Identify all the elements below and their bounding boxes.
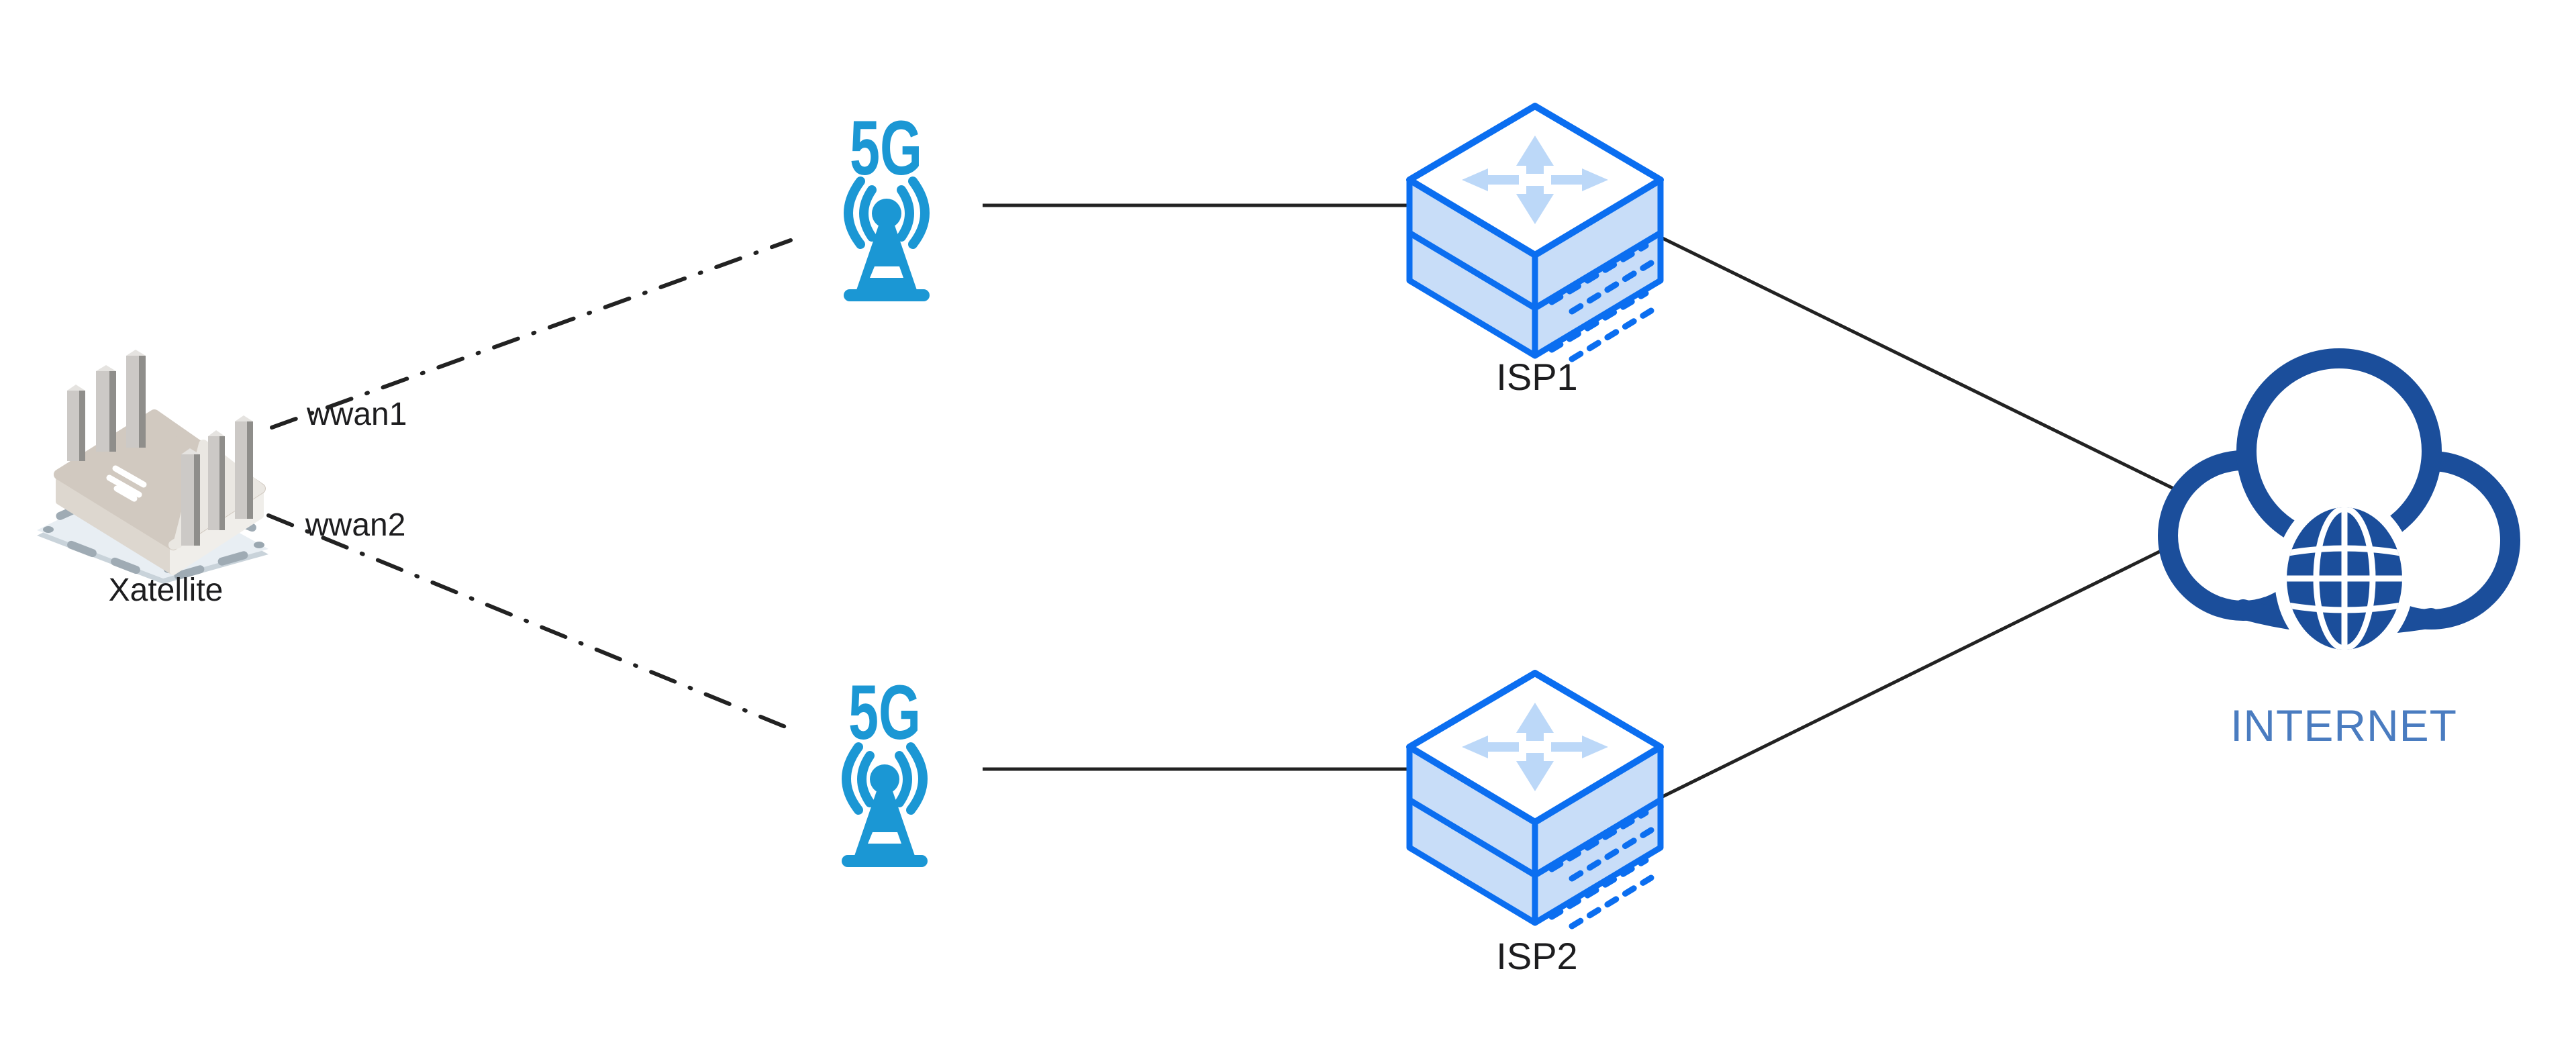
router-antennas xyxy=(67,350,253,546)
antenna-bottom-node: 5G xyxy=(842,670,928,867)
internet-node: INTERNET xyxy=(2158,348,2520,750)
antenna-tower-icon xyxy=(844,181,930,301)
cloud-icon xyxy=(2158,348,2520,662)
isp-router-icon xyxy=(1409,106,1661,359)
antenna-post xyxy=(235,415,253,519)
antenna-bottom-label: 5G xyxy=(848,670,921,756)
isp2-label: ISP2 xyxy=(1496,935,1577,977)
isp-router-icon xyxy=(1409,673,1661,926)
isp1-node: ISP1 xyxy=(1409,106,1661,398)
links xyxy=(266,203,2191,800)
antenna-post xyxy=(181,448,200,546)
antenna-post xyxy=(67,385,85,461)
router-label: Xatellite xyxy=(109,572,224,608)
antenna-tower-icon xyxy=(842,747,928,867)
antenna-post xyxy=(208,430,225,530)
antenna-top-node: 5G xyxy=(844,105,930,301)
antenna-post xyxy=(96,365,116,452)
globe-icon xyxy=(2275,495,2414,662)
router-node: Xatellite xyxy=(37,350,268,608)
link-isp2-internet xyxy=(1658,535,2191,800)
router-logo xyxy=(106,465,147,502)
link-wwan2 xyxy=(266,513,787,729)
isp1-label: ISP1 xyxy=(1496,356,1577,398)
internet-label: INTERNET xyxy=(2230,701,2457,750)
isp2-node: ISP2 xyxy=(1409,673,1661,977)
antenna-post xyxy=(126,350,146,448)
wwan1-label: wwan1 xyxy=(306,397,407,432)
wwan2-label: wwan2 xyxy=(305,507,405,543)
link-isp1-internet xyxy=(1657,234,2191,499)
